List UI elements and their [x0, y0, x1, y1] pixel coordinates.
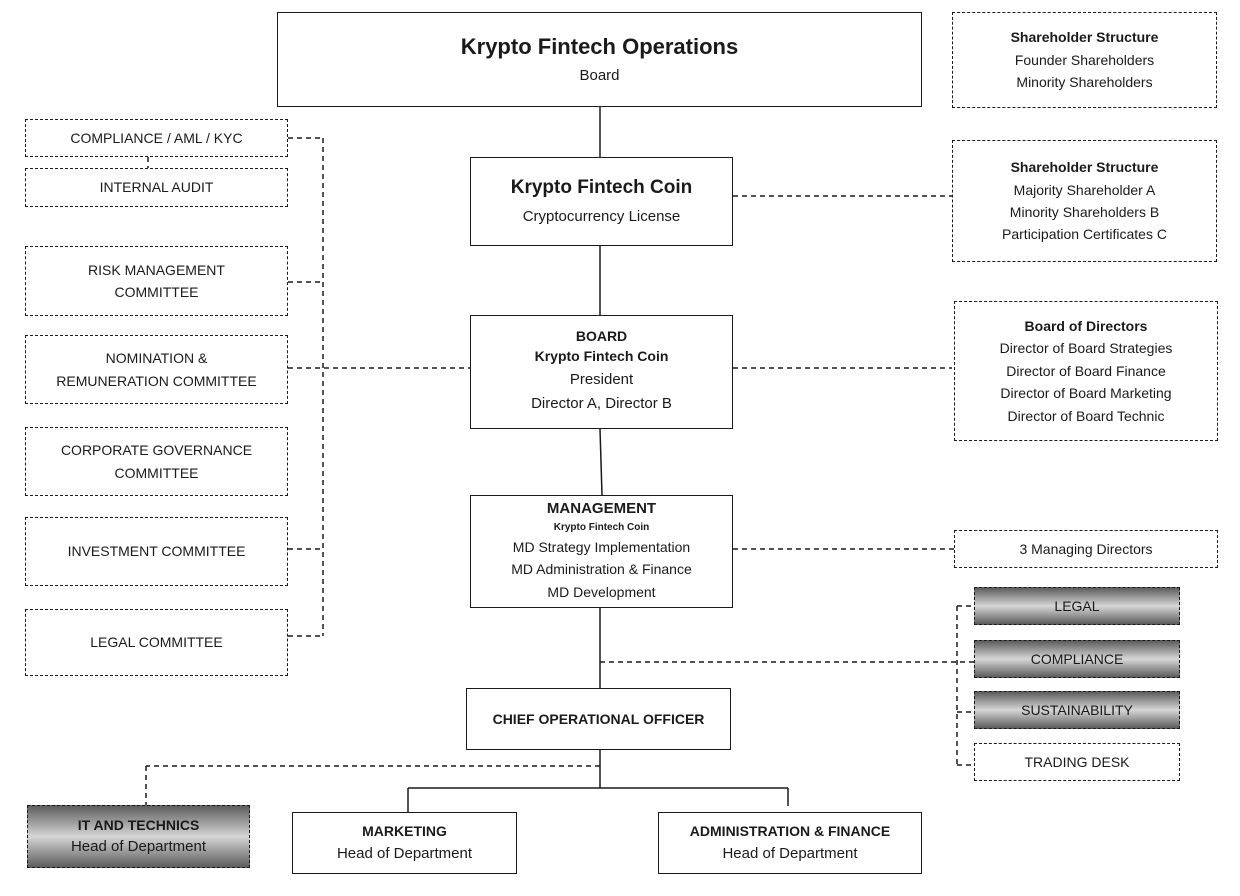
coo-title: CHIEF OPERATIONAL OFFICER — [492, 710, 705, 727]
coin-subtitle: Cryptocurrency License — [522, 207, 681, 225]
nomination-line: NOMINATION & — [105, 350, 208, 367]
board-of-directors-box: Board of Directors Director of Board Str… — [954, 301, 1218, 441]
managing-directors-label: 3 Managing Directors — [1019, 540, 1153, 557]
coin-title: Krypto Fintech Coin — [510, 177, 693, 199]
legal-committee-box: LEGAL COMMITTEE — [25, 609, 288, 676]
investment-committee-box: INVESTMENT COMMITTEE — [25, 517, 288, 586]
admin-title: ADMINISTRATION & FINANCE — [689, 822, 891, 839]
management-heading: MANAGEMENT — [546, 499, 657, 517]
internal-audit-label: INTERNAL AUDIT — [99, 179, 214, 196]
investment-label: INVESTMENT COMMITTEE — [67, 543, 246, 560]
compliance-aml-kyc-box: COMPLIANCE / AML / KYC — [25, 119, 288, 157]
it-title: IT AND TECHNICS — [77, 817, 200, 834]
board-box: BOARD Krypto Fintech Coin President Dire… — [470, 315, 733, 429]
staff-legal-box: LEGAL — [974, 587, 1180, 625]
management-line: MD Development — [547, 583, 656, 600]
shareholder-line: Minority Shareholders — [1016, 74, 1153, 91]
risk-line: RISK MANAGEMENT — [88, 261, 225, 278]
shareholder-heading: Shareholder Structure — [1010, 29, 1159, 46]
risk-line: COMMITTEE — [114, 284, 199, 300]
top-subtitle: Board — [579, 66, 620, 84]
staff-legal-label: LEGAL — [1054, 597, 1100, 614]
staff-sustainability-box: SUSTAINABILITY — [974, 691, 1180, 729]
governance-line: CORPORATE GOVERNANCE — [60, 442, 253, 459]
link-board-management — [599, 428, 603, 496]
board-name: Krypto Fintech Coin — [534, 348, 669, 365]
management-line: MD Administration & Finance — [511, 561, 692, 578]
admin-department-box: ADMINISTRATION & FINANCE Head of Departm… — [658, 812, 922, 874]
director-line: Director of Board Finance — [1006, 362, 1166, 379]
staff-compliance-label: COMPLIANCE — [1030, 650, 1124, 667]
marketing-subtitle: Head of Department — [336, 845, 473, 863]
shareholder-structure-top-box: Shareholder Structure Founder Shareholde… — [952, 12, 1217, 108]
top-board-box: Krypto Fintech Operations Board — [277, 12, 922, 107]
shareholder-line: Participation Certificates C — [1002, 226, 1167, 243]
staff-compliance-box: COMPLIANCE — [974, 640, 1180, 678]
it-department-box: IT AND TECHNICS Head of Department — [27, 805, 250, 868]
it-subtitle: Head of Department — [70, 837, 207, 855]
admin-subtitle: Head of Department — [722, 845, 858, 863]
staff-sustainability-label: SUSTAINABILITY — [1021, 701, 1133, 718]
director-line: Director of Board Strategies — [999, 340, 1173, 357]
top-title: Krypto Fintech Operations — [460, 34, 739, 60]
management-name: Krypto Fintech Coin — [553, 521, 650, 533]
shareholder-heading: Shareholder Structure — [1010, 159, 1159, 176]
board-role: President — [569, 370, 634, 388]
corporate-governance-box: CORPORATE GOVERNANCE COMMITTEE — [25, 427, 288, 496]
coo-box: CHIEF OPERATIONAL OFFICER — [466, 688, 731, 750]
risk-management-box: RISK MANAGEMENT COMMITTEE — [25, 246, 288, 316]
internal-audit-box: INTERNAL AUDIT — [25, 168, 288, 207]
director-line: Director of Board Marketing — [1000, 385, 1172, 402]
board-heading: BOARD — [575, 328, 628, 345]
shareholder-line: Founder Shareholders — [1014, 51, 1155, 68]
management-box: MANAGEMENT Krypto Fintech Coin MD Strate… — [470, 495, 733, 608]
staff-trading-desk-box: TRADING DESK — [974, 743, 1180, 781]
governance-line: COMMITTEE — [114, 464, 199, 481]
managing-directors-box: 3 Managing Directors — [954, 530, 1218, 568]
staff-trading-label: TRADING DESK — [1024, 753, 1130, 770]
shareholder-line: Minority Shareholders B — [1009, 204, 1160, 220]
director-line: Director of Board Technic — [1007, 407, 1165, 424]
nomination-box: NOMINATION & REMUNERATION COMMITTEE — [25, 335, 288, 404]
directors-heading: Board of Directors — [1024, 318, 1148, 335]
compliance-label: COMPLIANCE / AML / KYC — [70, 129, 243, 146]
legal-committee-label: LEGAL COMMITTEE — [90, 634, 223, 651]
nomination-line: REMUNERATION COMMITTEE — [56, 372, 257, 389]
board-directors: Director A, Director B — [531, 394, 672, 412]
coin-box: Krypto Fintech Coin Cryptocurrency Licen… — [470, 157, 733, 246]
shareholder-line: Majority Shareholder A — [1013, 181, 1156, 198]
management-line: MD Strategy Implementation — [512, 538, 691, 555]
marketing-title: MARKETING — [362, 822, 447, 839]
marketing-department-box: MARKETING Head of Department — [292, 812, 517, 874]
shareholder-structure-coin-box: Shareholder Structure Majority Sharehold… — [952, 140, 1217, 262]
